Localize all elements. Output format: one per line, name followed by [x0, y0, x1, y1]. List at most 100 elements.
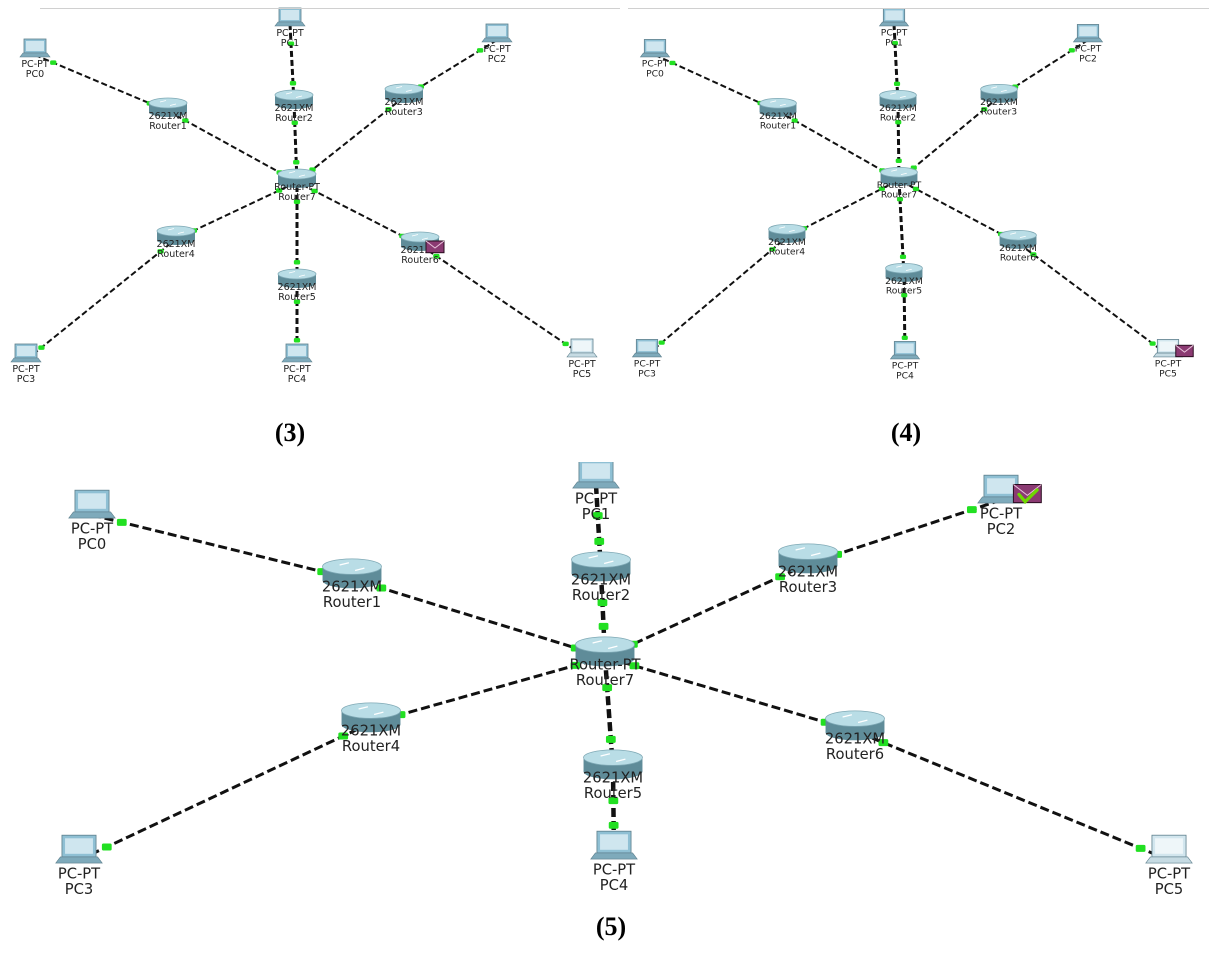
router5-name-label: Router5: [584, 785, 642, 802]
pc0-name-label: PC0: [26, 69, 44, 80]
link-port-indicator: [376, 584, 387, 592]
pc3-pc-icon[interactable]: [55, 834, 103, 864]
router1-router-icon[interactable]: [759, 97, 797, 117]
link-pc0-router1: [91, 513, 353, 581]
link-pc1-router2: [892, 23, 900, 104]
router7-router-icon[interactable]: [575, 636, 635, 667]
router7-router-icon[interactable]: [880, 166, 918, 186]
router4-router-icon[interactable]: [341, 702, 401, 733]
router5-type-label: 2621XM: [583, 769, 643, 786]
pc0-type-label: PC-PT: [642, 59, 669, 70]
router6-name-label: Router6: [826, 746, 884, 763]
router3-router-icon[interactable]: [384, 83, 424, 103]
link-port-indicator: [791, 118, 798, 123]
link-router1-router7: [167, 110, 298, 183]
pc5-type-label: PC-PT: [1155, 359, 1182, 370]
router7-name-label: Router7: [881, 189, 917, 200]
pc1-name-label: PC1: [281, 38, 299, 49]
router3-name-label: Router3: [385, 107, 423, 118]
pc5-pc-icon[interactable]: [566, 338, 598, 358]
pdu-envelope-icon: [1012, 484, 1042, 505]
router1-name-label: Router1: [760, 120, 796, 131]
link-port-indicator: [311, 188, 318, 194]
pc2-pc-icon[interactable]: [1072, 24, 1104, 43]
link-port-indicator: [433, 253, 440, 259]
pc4-pc-icon[interactable]: [889, 341, 921, 360]
link-port-indicator: [966, 506, 977, 514]
link-port-indicator: [895, 120, 902, 125]
router2-router-icon[interactable]: [274, 89, 314, 109]
router3-type-label: 2621XM: [778, 563, 838, 580]
router7-router-icon[interactable]: [277, 168, 317, 188]
pc1-pc-icon[interactable]: [878, 8, 910, 27]
router6-router-icon[interactable]: [825, 710, 885, 741]
router2-router-icon[interactable]: [571, 551, 631, 582]
pc4-pc-icon[interactable]: [281, 343, 313, 363]
router7-type-label: Router-PT: [877, 180, 922, 191]
pc5-name-label: PC5: [1159, 368, 1177, 379]
router6-type-label: 2621XM: [825, 730, 885, 747]
router5-router-icon[interactable]: [277, 268, 317, 288]
router2-type-label: 2621XM: [879, 103, 917, 114]
router7-type-label: Router-PT: [274, 182, 320, 193]
router5-name-label: Router5: [278, 292, 316, 303]
pc4-pc-icon[interactable]: [590, 830, 638, 860]
link-port-indicator: [157, 249, 164, 254]
link-port-indicator: [669, 60, 676, 66]
link-port-indicator: [597, 599, 608, 607]
pc3-pc-icon[interactable]: [10, 343, 42, 363]
link-port-indicator: [896, 196, 904, 202]
router2-type-label: 2621XM: [571, 571, 631, 588]
router5-router-icon[interactable]: [885, 262, 923, 282]
router6-router-icon[interactable]: [999, 229, 1037, 249]
pc3-pc-icon[interactable]: [631, 339, 663, 358]
router1-type-label: 2621XM: [149, 111, 188, 122]
router1-router-icon[interactable]: [322, 558, 382, 589]
link-pc3-router4: [78, 721, 372, 862]
router5-router-icon[interactable]: [583, 749, 643, 780]
pc1-pc-icon[interactable]: [572, 462, 620, 489]
pc2-name-label: PC2: [987, 521, 1016, 538]
router1-router-icon[interactable]: [148, 97, 188, 117]
pc3-name-label: PC3: [17, 374, 35, 385]
pc5-name-label: PC5: [1155, 881, 1184, 898]
router3-router-icon[interactable]: [980, 83, 1018, 103]
pc4-name-label: PC4: [600, 877, 629, 894]
link-port-indicator: [289, 80, 297, 86]
link-port-indicator: [291, 120, 298, 126]
caption-5: (5): [595, 912, 627, 941]
pc0-pc-icon[interactable]: [68, 489, 116, 519]
pc2-pc-icon[interactable]: [481, 23, 513, 43]
router4-router-icon[interactable]: [768, 223, 806, 243]
link-port-indicator: [101, 843, 112, 851]
links: [78, 484, 1170, 862]
pc0-name-label: PC0: [78, 536, 107, 553]
pc1-name-label: PC1: [582, 506, 611, 523]
link-port-indicator: [658, 340, 665, 345]
pc2-pc-icon[interactable]: [977, 474, 1025, 504]
pc5-name-label: PC5: [573, 369, 591, 380]
router4-router-icon[interactable]: [156, 225, 196, 245]
router2-router-icon[interactable]: [879, 89, 917, 109]
link-pc5-router6: [1017, 242, 1169, 356]
link-port-indicator: [182, 118, 189, 123]
router3-router-icon[interactable]: [778, 543, 838, 574]
router3-type-label: 2621XM: [980, 97, 1018, 108]
pc5-pc-icon[interactable]: [1145, 834, 1193, 864]
link-router1-router7: [351, 577, 606, 659]
pc1-pc-icon[interactable]: [274, 7, 306, 27]
pdu-envelope-icon: [425, 240, 445, 254]
pc0-pc-icon[interactable]: [639, 39, 671, 58]
router7-type-label: Router-PT: [569, 656, 641, 673]
link-port-indicator: [287, 41, 295, 47]
link-port-indicator: [293, 159, 300, 165]
link-port-indicator: [605, 735, 616, 743]
link-port-indicator: [1149, 341, 1156, 346]
router1-name-label: Router1: [149, 121, 187, 132]
pc1-type-label: PC-PT: [881, 28, 908, 39]
pc0-pc-icon[interactable]: [19, 38, 51, 58]
link-pc5-router6: [419, 244, 583, 356]
